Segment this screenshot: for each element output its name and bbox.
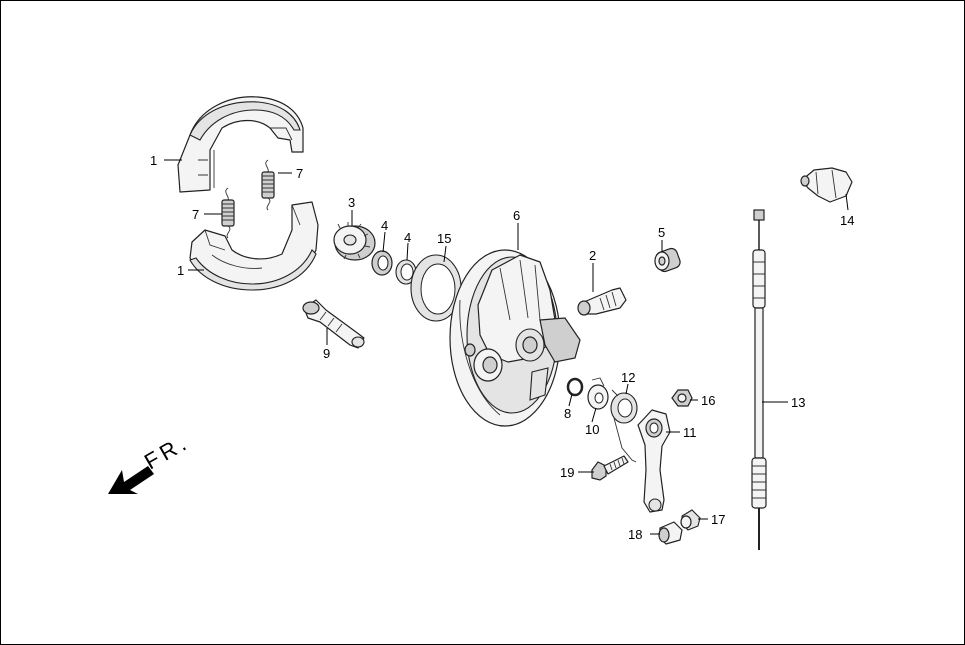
callout-labels: 1 1 7 7 3 4 4 15 6 2 5 14 9 8 10 12 16 1… [150, 153, 854, 542]
front-direction-arrow [108, 466, 154, 494]
callout-7-lower: 7 [192, 207, 199, 222]
callout-11: 11 [683, 425, 697, 440]
seal-ring-15 [410, 254, 462, 322]
callout-1-lower: 1 [177, 263, 184, 278]
callout-6: 6 [513, 208, 520, 223]
brake-shoe-lower [189, 201, 319, 291]
spindle-2 [577, 287, 627, 316]
callout-3: 3 [348, 195, 355, 210]
front-marker-text: FR. [140, 429, 194, 474]
callout-4b: 4 [404, 230, 411, 245]
indicator-plate-10 [587, 377, 609, 410]
return-spring-12 [610, 389, 638, 463]
brake-shoe-upper [177, 96, 304, 193]
brake-panel-6 [449, 249, 581, 427]
circlip-8 [566, 377, 584, 397]
callout-9: 9 [323, 346, 330, 361]
callout-18: 18 [628, 527, 642, 542]
cable-boot-14 [800, 167, 853, 203]
callout-10: 10 [585, 422, 599, 437]
callout-19: 19 [560, 465, 574, 480]
callout-13: 13 [791, 395, 805, 410]
gear-3 [333, 222, 376, 261]
callout-15: 15 [437, 231, 451, 246]
pin-17 [680, 509, 701, 531]
callout-8: 8 [564, 406, 571, 421]
callout-4a: 4 [381, 218, 388, 233]
joint-piece-18 [658, 521, 683, 545]
callout-7-upper: 7 [296, 166, 303, 181]
callout-17: 17 [711, 512, 725, 527]
nut-16 [671, 389, 693, 407]
spring-lower [221, 187, 235, 239]
bearing-5 [654, 247, 681, 273]
brake-arm-11 [637, 409, 671, 513]
callout-16: 16 [701, 393, 715, 408]
callout-14: 14 [840, 213, 854, 228]
callout-12: 12 [621, 370, 635, 385]
spring-upper [261, 159, 275, 211]
callout-2: 2 [589, 248, 596, 263]
brake-cable-13 [751, 209, 767, 550]
leader-lines [164, 159, 849, 535]
washer-4a [371, 250, 393, 276]
cam-shaft-9 [302, 299, 365, 349]
callout-1-upper: 1 [150, 153, 157, 168]
callout-5: 5 [658, 225, 665, 240]
bolt-19 [591, 455, 629, 481]
